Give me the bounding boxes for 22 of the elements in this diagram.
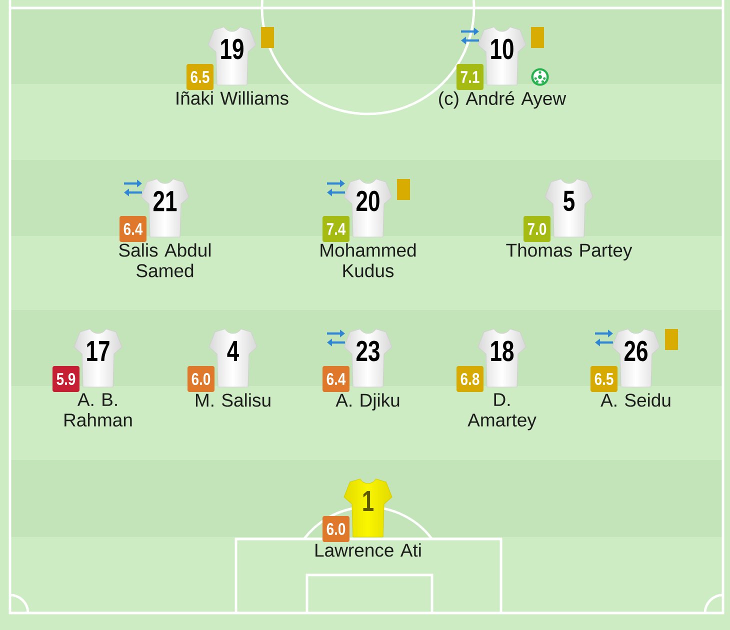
rating-badge: 5.9	[52, 366, 80, 392]
player-name: D. Amartey	[468, 393, 536, 430]
rating-badge: 6.5	[186, 64, 214, 90]
rating-badge: 6.4	[322, 366, 350, 392]
player-name: Lawrence Ati	[316, 543, 421, 557]
player-name: Iñaki Williams	[176, 91, 288, 105]
player-name: A. Seidu	[600, 393, 670, 407]
rating-badge: 7.4	[322, 216, 350, 242]
rating-badge: 6.0	[188, 366, 214, 392]
player-name: A. B. Rahman	[64, 393, 132, 427]
rating-badge: 6.5	[590, 366, 618, 392]
player-name: Salis Abdul Samed	[119, 243, 211, 278]
rating-badge: 6.4	[120, 216, 146, 242]
rating-badge: 6.8	[456, 366, 484, 392]
player-name: (c) André Ayew	[439, 91, 566, 109]
player-name: Mohammed Kudus	[320, 243, 416, 278]
player-name: Thomas Partey	[506, 243, 632, 260]
player-name: M. Salisu	[196, 393, 270, 407]
rating-badge: 6.0	[322, 516, 350, 542]
rating-badge: 7.1	[456, 64, 484, 90]
rating-badge: 7.0	[524, 216, 550, 242]
player-name: A. Djiku	[336, 393, 400, 410]
